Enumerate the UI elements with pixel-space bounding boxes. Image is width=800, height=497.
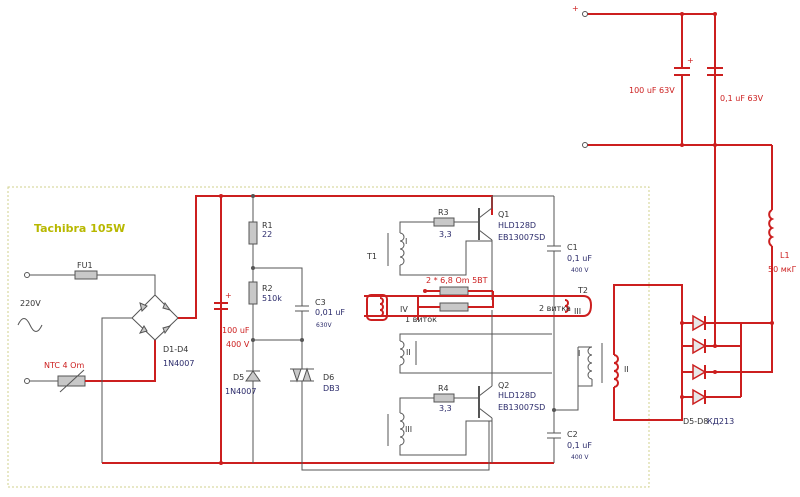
- mains-terminal-1[interactable]: [24, 272, 30, 278]
- svg-text:I: I: [578, 349, 580, 358]
- diode-bridge: [131, 294, 179, 341]
- out-cap-b-label: 0,1 uF 63V: [720, 94, 764, 103]
- svg-text:I: I: [405, 237, 407, 246]
- svg-text:КД213: КД213: [707, 417, 734, 426]
- mains-terminal-2[interactable]: [24, 378, 30, 384]
- svg-text:R4: R4: [438, 384, 449, 393]
- svg-text:510k: 510k: [262, 294, 282, 303]
- svg-text:400 V: 400 V: [571, 267, 589, 274]
- svg-text:III: III: [574, 307, 581, 316]
- svg-text:EB13007SD: EB13007SD: [498, 403, 545, 412]
- svg-text:22: 22: [262, 230, 272, 239]
- svg-text:IV: IV: [400, 305, 408, 314]
- svg-text:C1: C1: [567, 243, 578, 252]
- r3: [433, 217, 455, 227]
- output-terminal-plus[interactable]: [582, 11, 588, 17]
- svg-text:DB3: DB3: [323, 384, 340, 393]
- svg-text:0,01 uF: 0,01 uF: [315, 308, 345, 317]
- svg-text:+: +: [572, 4, 579, 13]
- svg-text:1N4007: 1N4007: [225, 387, 256, 396]
- svg-text:0,1 uF: 0,1 uF: [567, 254, 592, 263]
- ac-symbol-icon: [17, 318, 43, 332]
- out-diode-4: [692, 388, 707, 406]
- svg-text:D5: D5: [233, 373, 244, 382]
- svg-text:Q2: Q2: [498, 381, 509, 390]
- feedback-resistors-label: 2 * 6,8 Om 5BT: [426, 276, 488, 285]
- r4: [433, 393, 455, 403]
- svg-text:50 мкГ: 50 мкГ: [768, 265, 797, 274]
- svg-text:+: +: [225, 291, 232, 300]
- svg-text:II: II: [624, 365, 629, 374]
- svg-text:II: II: [406, 348, 411, 357]
- r1: [248, 221, 258, 245]
- svg-text:HLD128D: HLD128D: [498, 221, 536, 230]
- svg-text:D5-D8: D5-D8: [683, 417, 708, 426]
- board-title: Tachibra 105W: [34, 222, 125, 235]
- svg-text:3,3: 3,3: [439, 230, 452, 239]
- t2-secondary: [613, 354, 619, 388]
- turns-2-label: 2 витка: [539, 304, 571, 313]
- board-outline: [7, 186, 650, 488]
- svg-text:R2: R2: [262, 284, 273, 293]
- svg-text:630V: 630V: [316, 322, 332, 329]
- out-diode-3: [692, 363, 707, 381]
- r2: [248, 281, 258, 305]
- feedback-resistor-2: [439, 302, 469, 312]
- svg-text:EB13007SD: EB13007SD: [498, 233, 545, 242]
- t2-primary: [587, 346, 593, 380]
- svg-text:T1: T1: [366, 252, 377, 261]
- bridge-part: 1N4007: [163, 359, 194, 368]
- svg-text:Q1: Q1: [498, 210, 509, 219]
- t1-winding-1: [399, 232, 405, 266]
- svg-text:C3: C3: [315, 298, 326, 307]
- fuse-label: FU1: [77, 261, 93, 270]
- svg-text:R3: R3: [438, 208, 449, 217]
- svg-text:0,1 uF: 0,1 uF: [567, 441, 592, 450]
- d5-diode: [245, 370, 261, 382]
- svg-text:III: III: [405, 425, 412, 434]
- fuse: [74, 270, 98, 280]
- bridge-label: D1-D4: [163, 345, 188, 354]
- out-diode-2: [692, 337, 707, 355]
- turns-1-label: 1 виток: [405, 315, 437, 324]
- svg-text:3,3: 3,3: [439, 404, 452, 413]
- output-terminal-minus[interactable]: [582, 142, 588, 148]
- feedback-resistor-1: [439, 286, 469, 296]
- svg-text:D6: D6: [323, 373, 334, 382]
- voltage-label: 220V: [20, 299, 41, 308]
- t1-winding-3: [399, 412, 405, 446]
- svg-text:T2: T2: [577, 286, 588, 295]
- svg-text:HLD128D: HLD128D: [498, 391, 536, 400]
- l1-inductor: [768, 209, 775, 247]
- cbulk-voltage: 400 V: [226, 340, 250, 349]
- ntc-label: NTC 4 Om: [44, 361, 84, 370]
- out-diode-1: [692, 314, 707, 332]
- svg-text:C2: C2: [567, 430, 578, 439]
- svg-text:L1: L1: [780, 251, 790, 260]
- cbulk-value: 100 uF: [222, 326, 250, 335]
- svg-text:R1: R1: [262, 221, 273, 230]
- out-cap-a-label: 100 uF 63V: [629, 86, 675, 95]
- svg-text:+: +: [687, 56, 694, 65]
- svg-text:400 V: 400 V: [571, 454, 589, 461]
